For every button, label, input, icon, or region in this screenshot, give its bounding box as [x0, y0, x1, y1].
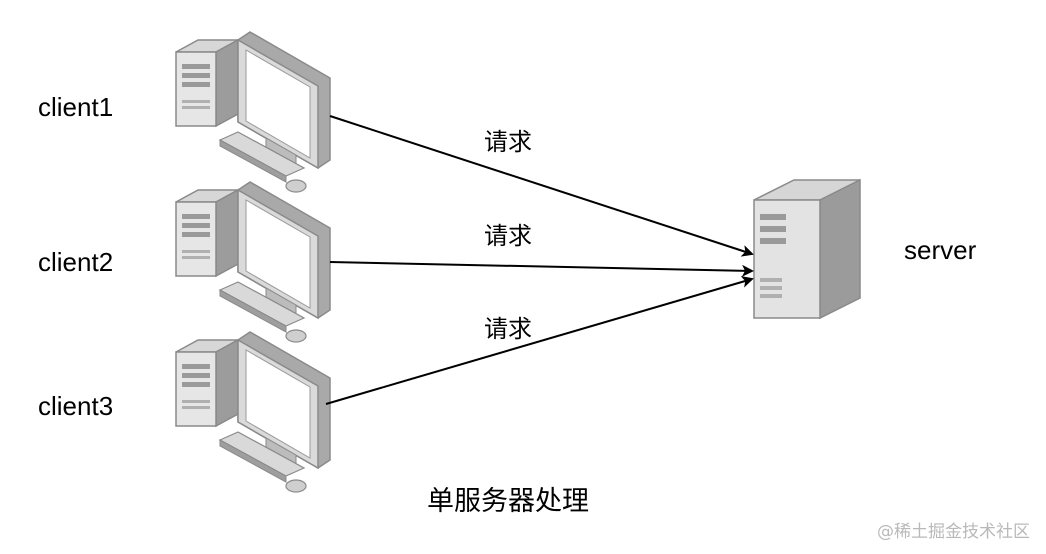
request-label-2: 请求 — [484, 223, 532, 250]
client3-label: client3 — [38, 391, 114, 421]
request-label-1: 请求 — [484, 129, 532, 156]
server-label: server — [904, 235, 977, 265]
client1-computer-icon — [175, 31, 331, 193]
diagram-caption: 单服务器处理 — [427, 486, 589, 516]
client2-computer-icon — [175, 181, 331, 343]
watermark: @稀土掘金技术社区 — [877, 522, 1030, 542]
request-arrow-2 — [329, 261, 754, 277]
client1-label: client1 — [38, 92, 114, 122]
server-tower-icon — [753, 179, 861, 319]
request-arrow-1 — [329, 115, 754, 257]
client2-label: client2 — [38, 247, 114, 277]
request-label-3: 请求 — [484, 316, 532, 343]
request-arrow-3 — [325, 276, 754, 405]
client3-computer-icon — [175, 331, 331, 493]
